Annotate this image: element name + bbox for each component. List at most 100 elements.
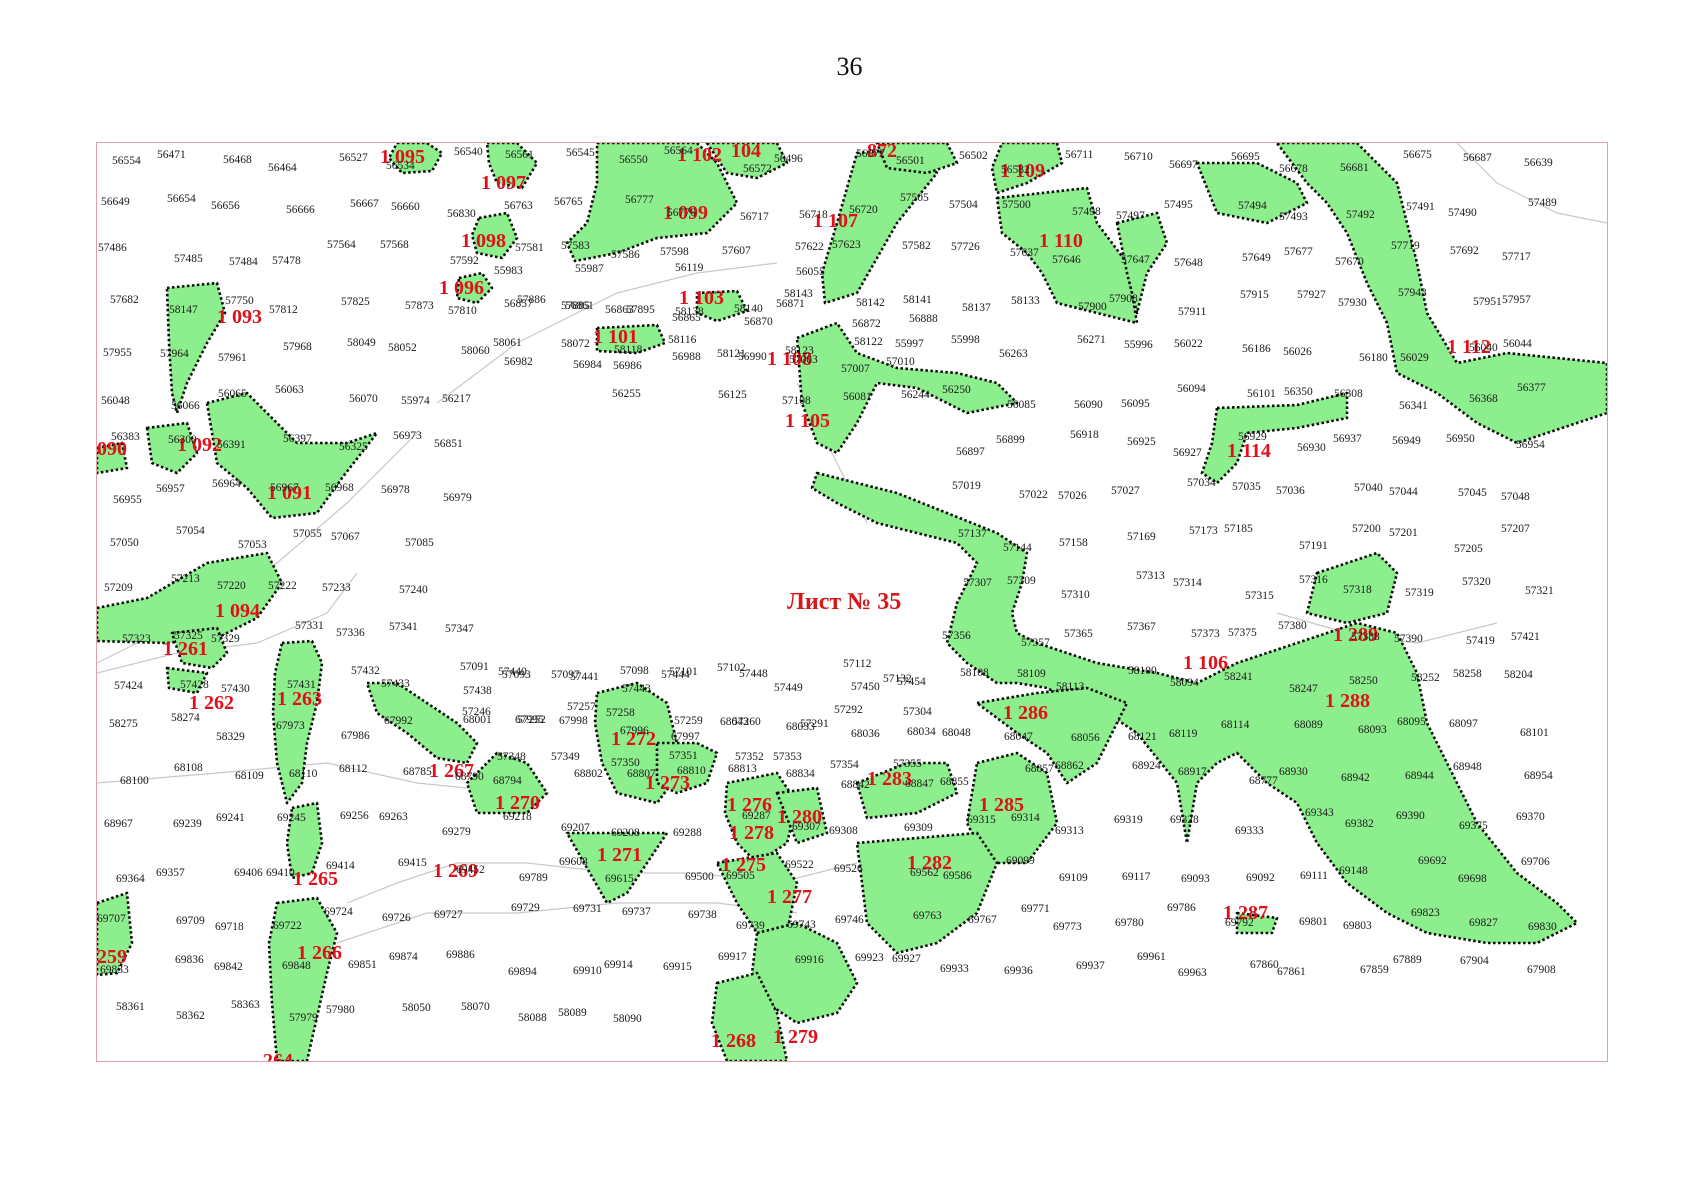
parcel-label[interactable]: 1 098 [461, 230, 506, 252]
parcel-label[interactable]: 1 095 [380, 146, 425, 168]
parcel-label[interactable]: 1 268 [711, 1030, 756, 1052]
parcel-label[interactable]: 1 262 [189, 692, 234, 714]
point-number-label: 57677 [1284, 246, 1313, 258]
parcel-shape-1271[interactable] [565, 831, 669, 905]
parcel-label[interactable]: 1 261 [163, 638, 208, 660]
parcel-shape-1093[interactable] [165, 281, 227, 415]
parcel-shape-1106-n[interactable] [1115, 211, 1169, 315]
point-number-label: 69526 [834, 863, 863, 875]
parcel-shape-1285[interactable] [965, 751, 1059, 865]
parcel-shape-1286[interactable] [975, 686, 1129, 785]
parcel-label[interactable]: 872 [867, 142, 897, 162]
parcel-label[interactable]: 1 288 [1325, 690, 1370, 712]
parcel-shape-1106[interactable] [810, 471, 1579, 945]
parcel-label[interactable]: 1 286 [1003, 702, 1048, 724]
parcel-label[interactable]: 1 093 [217, 306, 262, 328]
parcel-shape-090[interactable] [97, 441, 129, 475]
parcel-label[interactable]: 1 096 [439, 277, 484, 299]
parcel-label[interactable]: 1 279 [773, 1026, 818, 1048]
parcel-label[interactable]: 1 094 [215, 600, 260, 622]
parcel-shape-1280[interactable] [775, 786, 829, 845]
parcel-label[interactable]: 1 103 [679, 287, 724, 309]
parcel-label[interactable]: 1 266 [297, 942, 342, 964]
parcel-shape-1095[interactable] [387, 143, 444, 175]
parcel-shape-1262[interactable] [165, 666, 209, 695]
parcel-label[interactable]: 1 275 [721, 854, 766, 876]
parcel-label[interactable]: 1 280 [777, 806, 822, 828]
parcel-shape-1273[interactable] [655, 741, 719, 795]
point-number-label: 56341 [1399, 400, 1428, 412]
parcel-shape-1112b[interactable] [1275, 143, 1607, 445]
parcel-label[interactable]: 1 272 [611, 728, 656, 750]
parcel-label[interactable]: 1 265 [293, 868, 338, 890]
parcel-label[interactable]: 1 263 [277, 688, 322, 710]
point-number-label: 57137 [958, 528, 987, 540]
parcel-shape-1103[interactable] [695, 289, 749, 323]
parcel-label[interactable]: 1 110 [1039, 230, 1083, 252]
parcel-shape-1094[interactable] [97, 551, 284, 645]
parcel-shape-1268[interactable] [710, 971, 789, 1061]
parcel-shape-872[interactable] [875, 143, 959, 175]
parcel-shape-1098[interactable] [470, 211, 519, 260]
parcel-shape-1282[interactable] [855, 831, 999, 955]
parcel-label[interactable]: 1 101 [593, 326, 638, 348]
parcel-label[interactable]: 1 112 [1447, 336, 1491, 358]
parcel-shape-1091[interactable] [205, 391, 379, 520]
parcel-label[interactable]: 1 108 [767, 348, 812, 370]
parcel-shape-1263[interactable] [271, 639, 324, 805]
point-number-label: 57448 [739, 668, 768, 680]
parcel-label[interactable]: 1 267 [429, 760, 474, 782]
parcel-shape-1110[interactable] [995, 186, 1139, 325]
parcel-shape-1270[interactable] [465, 751, 549, 815]
parcel-label[interactable]: 1 289 [1333, 624, 1378, 646]
parcel-shape-1261[interactable] [170, 626, 229, 670]
parcel-label[interactable]: 1 099 [663, 202, 708, 224]
parcel-label[interactable]: 1 287 [1223, 902, 1268, 924]
parcel-label[interactable]: 1 278 [729, 822, 774, 844]
parcel-shape-1265[interactable] [285, 801, 324, 880]
parcel-label[interactable]: 1 276 [727, 794, 772, 816]
parcel-label[interactable]: 1 271 [597, 844, 642, 866]
parcel-shape-1096[interactable] [455, 271, 494, 305]
parcel-label[interactable]: 259 [97, 946, 127, 968]
parcel-shape-1272[interactable] [593, 681, 679, 805]
parcel-shape-1102[interactable] [705, 143, 789, 180]
parcel-shape-1114[interactable] [1200, 391, 1349, 485]
parcel-label[interactable]: 1 282 [907, 852, 952, 874]
parcel-label[interactable]: 1 091 [267, 482, 312, 504]
parcel-shape-1109[interactable] [990, 143, 1064, 195]
parcel-label[interactable]: 1 277 [767, 886, 812, 908]
parcel-shape-1275[interactable] [715, 851, 799, 935]
parcel-shape-1101[interactable] [595, 323, 667, 355]
parcel-label[interactable]: 1 269 [433, 860, 478, 882]
parcel-label[interactable]: 1 109 [1000, 160, 1045, 182]
parcel-label[interactable]: 1 102 [677, 144, 722, 166]
parcel-shape-1283[interactable] [855, 761, 959, 820]
parcel-label[interactable]: 1 106 [1183, 652, 1228, 674]
map-frame[interactable]: Лист № 35 1 095 1 097 1 098 1 096 1 099 … [96, 142, 1608, 1062]
parcel-label[interactable]: 1 092 [177, 434, 222, 456]
parcel-label[interactable]: 090 [97, 438, 127, 460]
parcel-label[interactable]: 104 [731, 142, 761, 162]
parcel-label[interactable]: 1 283 [867, 768, 912, 790]
point-number-label: 69562 [910, 867, 939, 879]
parcel-label[interactable]: 264 [263, 1050, 293, 1062]
parcel-shape-1287[interactable] [1235, 911, 1279, 935]
parcel-label[interactable]: 1 107 [813, 210, 858, 232]
parcel-label[interactable]: 1 273 [645, 772, 690, 794]
parcel-label[interactable]: 1 285 [979, 794, 1024, 816]
parcel-shape-1097[interactable] [485, 143, 539, 190]
parcel-label[interactable]: 1 114 [1227, 440, 1271, 462]
parcel-label[interactable]: 1 097 [481, 172, 526, 194]
parcel-shape-1108[interactable] [795, 321, 1019, 455]
parcel-shape-1092[interactable] [145, 421, 199, 475]
parcel-label[interactable]: 1 270 [495, 792, 540, 814]
parcel-shape-1266[interactable] [267, 896, 339, 1061]
parcel-shape-1099[interactable] [565, 143, 739, 263]
parcel-shape-1112a[interactable] [1195, 161, 1309, 225]
point-number-label: 58363 [231, 999, 260, 1011]
parcel-shape-1289[interactable] [1305, 551, 1399, 625]
parcel-label[interactable]: 1 105 [785, 410, 830, 432]
parcel-shape-259[interactable] [97, 891, 134, 977]
parcel-shape-1267[interactable] [365, 681, 479, 765]
